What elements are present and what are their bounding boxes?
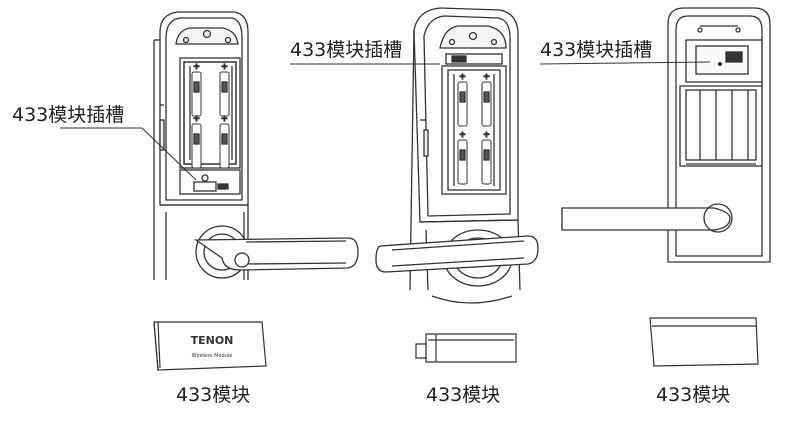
module-label-3: 433模块	[656, 384, 731, 406]
module-3	[649, 317, 759, 367]
slot-label-2: 433模块插槽	[290, 39, 403, 61]
slot-label-3: 433模块插槽	[540, 39, 653, 61]
lock-1	[60, 11, 359, 280]
lock-3	[539, 7, 771, 263]
module-1: TENON Wireless Module	[153, 321, 267, 371]
module-label-1: 433模块	[176, 384, 251, 406]
lock-2	[290, 7, 539, 304]
module-1-subtitle: Wireless Module	[192, 353, 233, 359]
module-1-brand: TENON	[191, 334, 234, 347]
slot-label-1: 433模块插槽	[12, 104, 125, 126]
module-2	[415, 333, 517, 363]
module-label-2: 433模块	[426, 384, 501, 406]
